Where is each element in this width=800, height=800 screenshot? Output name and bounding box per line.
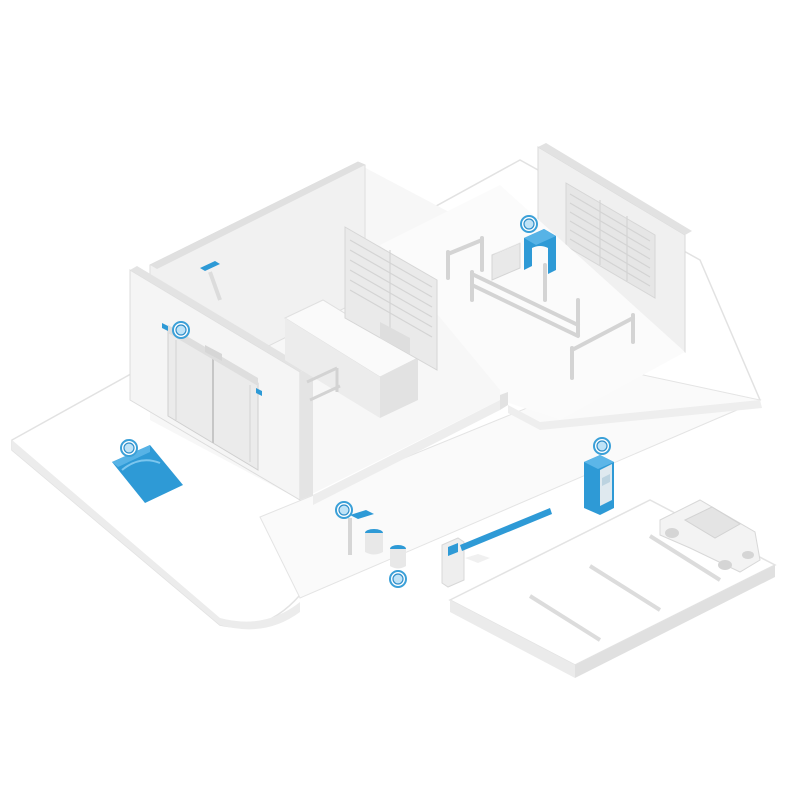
hotspot-camera-post[interactable] xyxy=(335,501,353,519)
hotspot-ticket-kiosk[interactable] xyxy=(593,437,611,455)
reception-desk xyxy=(283,299,420,418)
railings xyxy=(446,236,635,380)
lobby-railing xyxy=(306,366,341,402)
ceiling-sensor xyxy=(200,261,222,301)
hotspot-floor-mat[interactable] xyxy=(120,439,138,457)
turnstile-room xyxy=(380,143,692,420)
bollards xyxy=(365,529,406,569)
parking-line xyxy=(528,594,602,642)
parking-slab-side-right xyxy=(575,565,775,678)
hotspot-bollards[interactable] xyxy=(389,570,407,588)
parking-slab-side xyxy=(450,600,575,678)
glass-doors xyxy=(162,323,262,471)
lobby-back-wall-cap xyxy=(150,162,365,269)
hotspot-door-sensor[interactable] xyxy=(172,321,190,339)
ticket-kiosk xyxy=(584,455,614,515)
parking-line xyxy=(588,564,662,612)
lobby-front-wall-cap xyxy=(130,266,307,372)
turnstile-room-wall-cap xyxy=(538,143,692,235)
parked-car xyxy=(659,499,761,573)
camera-post xyxy=(348,510,374,555)
lobby-side-wall xyxy=(300,366,313,500)
hotspot-turnstile[interactable] xyxy=(520,215,538,233)
lobby-panel xyxy=(344,226,438,371)
building-outline xyxy=(313,392,762,505)
walkthrough-scanner xyxy=(524,229,556,274)
barrier-gate xyxy=(441,508,552,588)
parking-line xyxy=(648,534,722,582)
louvered-panel xyxy=(565,182,656,299)
